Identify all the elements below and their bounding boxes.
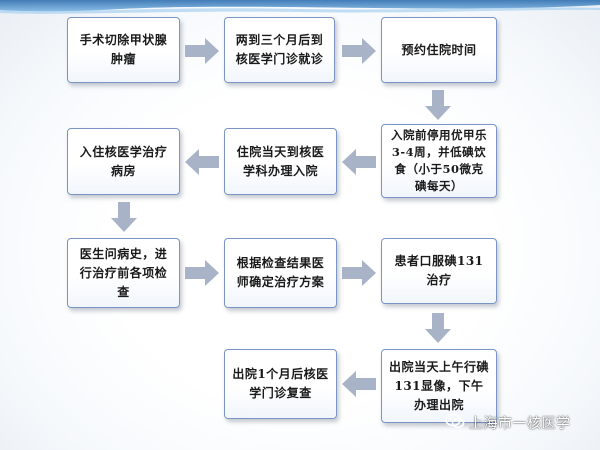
step-8-label: 根据检查结果医师确定治疗方案	[236, 256, 325, 289]
step-10-label: 出院当天上午行碘131显像，下午办理出院	[389, 359, 490, 412]
step-11-label: 出院1个月后核医学门诊复查	[232, 367, 329, 400]
step-5-box: 住院当天到核医学科办理入院	[224, 128, 337, 195]
watermark-text: 上海市一核医学	[469, 416, 571, 432]
step-6-box: 入住核医学治疗病房	[67, 128, 180, 195]
step-6-label: 入住核医学治疗病房	[79, 144, 168, 178]
arrow-right-1	[185, 38, 219, 64]
step-1-label: 手术切除甲状腺肿瘤	[79, 33, 168, 66]
arrow-right-4	[342, 260, 376, 286]
arrow-down-1	[425, 90, 451, 120]
step-7-box: 医生问病史，进行治疗前各项检查	[67, 238, 180, 308]
header-stripe	[0, 0, 600, 16]
step-7-label: 医生问病史，进行治疗前各项检查	[79, 246, 168, 299]
step-11-box: 出院1个月后核医学门诊复查	[224, 349, 337, 419]
arrow-left-2	[185, 149, 219, 175]
step-1-box: 手术切除甲状腺肿瘤	[67, 17, 180, 83]
step-2-label: 两到三个月后到核医学门诊就诊	[235, 33, 324, 66]
arrow-right-2	[342, 38, 376, 64]
step-3-box: 预约住院时间	[381, 17, 497, 83]
step-2-box: 两到三个月后到核医学门诊就诊	[224, 17, 335, 83]
step-9-box: 患者口服碘131治疗	[381, 238, 497, 304]
step-10-box: 出院当天上午行碘131显像，下午办理出院	[381, 349, 497, 423]
arrow-right-3	[185, 260, 219, 286]
step-9-label: 患者口服碘131治疗	[394, 254, 484, 287]
arrow-left-3	[342, 371, 376, 397]
step-8-box: 根据检查结果医师确定治疗方案	[224, 238, 337, 308]
arrow-down-2	[111, 202, 137, 232]
step-3-label: 预约住院时间	[401, 42, 477, 57]
arrow-left-1	[342, 149, 376, 175]
watermark: 上海市一核医学	[445, 412, 571, 434]
wechat-icon	[445, 413, 465, 433]
step-5-label: 住院当天到核医学科办理入院	[236, 144, 325, 178]
step-4-box: 入院前停用优甲乐3-4周，并低碘饮食（小于50微克碘每天）	[381, 124, 497, 198]
arrow-down-3	[425, 313, 451, 343]
step-4-label: 入院前停用优甲乐3-4周，并低碘饮食（小于50微克碘每天）	[391, 128, 487, 193]
